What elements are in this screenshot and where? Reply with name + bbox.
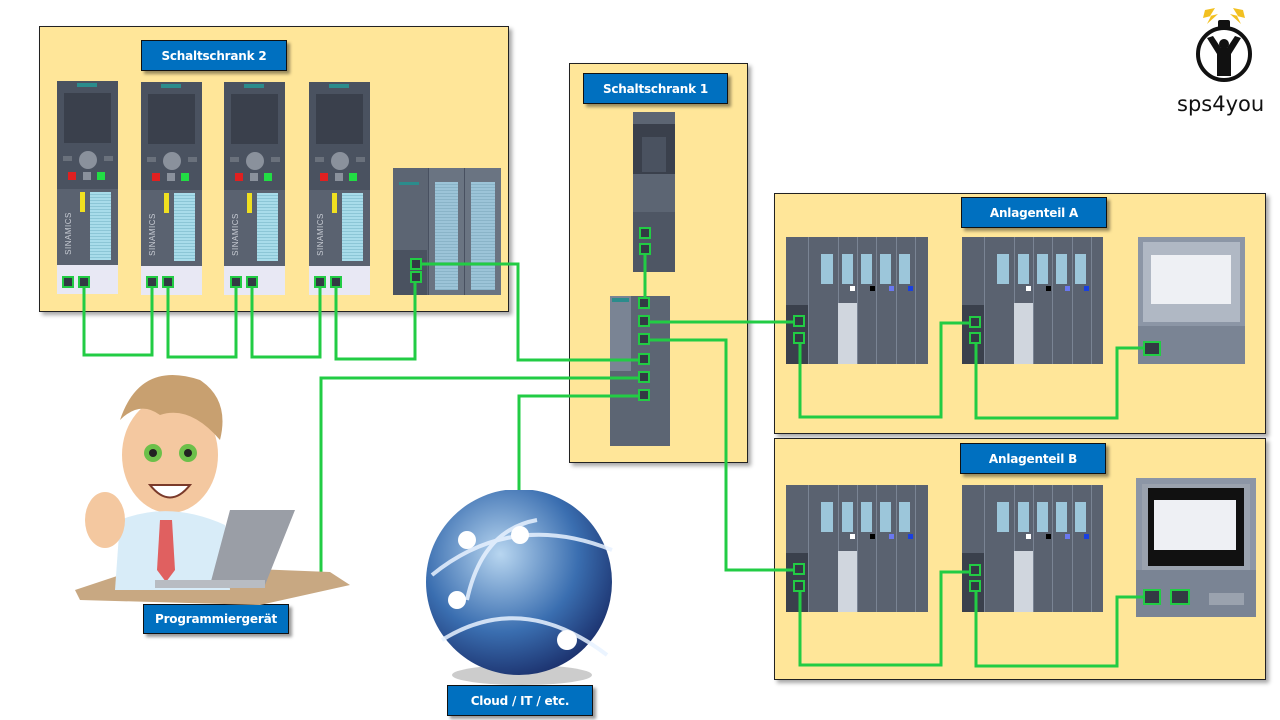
start-button-icon bbox=[349, 173, 357, 181]
drive-brand-text: SINAMICS bbox=[63, 212, 73, 255]
person-head bbox=[122, 397, 218, 513]
sps4you-logo-icon bbox=[1196, 8, 1252, 82]
laptop-icon bbox=[210, 510, 295, 585]
thumbs-up-hand bbox=[85, 492, 125, 548]
ethernet-port-icon bbox=[330, 276, 342, 288]
ethernet-port-icon bbox=[410, 271, 422, 283]
drive-display bbox=[148, 94, 195, 144]
ethernet-port-icon bbox=[793, 580, 805, 592]
ethernet-port-icon bbox=[62, 276, 74, 288]
ethernet-port-icon bbox=[410, 258, 422, 270]
stop-button-icon bbox=[235, 173, 243, 181]
siemens-badge bbox=[329, 84, 349, 88]
switch-port-icon bbox=[638, 389, 650, 401]
siemens-badge bbox=[399, 182, 419, 185]
label-schaltschrank-2: Schaltschrank 2 bbox=[141, 40, 287, 71]
network-node-icon bbox=[511, 526, 529, 544]
ethernet-port-icon bbox=[969, 332, 981, 344]
hmi-screen bbox=[1151, 255, 1231, 304]
drive-brand-text: SINAMICS bbox=[315, 213, 325, 256]
sinamics-drive-4: SINAMICS bbox=[309, 82, 370, 295]
ethernet-port-icon bbox=[1143, 341, 1161, 356]
sinamics-drive-1: SINAMICS bbox=[57, 81, 118, 294]
dial-knob-icon bbox=[79, 151, 97, 169]
cpu-display bbox=[642, 137, 666, 172]
person-tie bbox=[157, 520, 175, 582]
ethernet-port-icon bbox=[314, 276, 326, 288]
ethernet-port-icon bbox=[1170, 589, 1190, 605]
siemens-badge bbox=[161, 84, 181, 88]
ethernet-port-icon bbox=[969, 580, 981, 592]
switch-port-icon bbox=[638, 371, 650, 383]
hmi-panel-a bbox=[1138, 237, 1245, 364]
et200sp-a2 bbox=[962, 237, 1103, 364]
logo-text: sps4you bbox=[1177, 92, 1265, 116]
dial-knob-icon bbox=[246, 152, 264, 170]
switch-port-icon bbox=[638, 353, 650, 365]
person-smile bbox=[147, 484, 193, 499]
label-cloud: Cloud / IT / etc. bbox=[447, 685, 593, 716]
label-anlagenteil-a: Anlagenteil A bbox=[961, 197, 1107, 228]
ethernet-port-icon bbox=[78, 276, 90, 288]
drive-display bbox=[64, 93, 111, 143]
network-node-icon bbox=[448, 591, 466, 609]
ethernet-port-icon bbox=[230, 276, 242, 288]
ethernet-port-icon bbox=[969, 316, 981, 328]
ethernet-port-icon bbox=[639, 227, 651, 239]
hmi-screen bbox=[1154, 500, 1236, 550]
start-button-icon bbox=[264, 173, 272, 181]
dial-knob-icon bbox=[331, 152, 349, 170]
drive-brand-text: SINAMICS bbox=[230, 213, 240, 256]
siemens-badge bbox=[244, 84, 264, 88]
start-button-icon bbox=[97, 172, 105, 180]
ethernet-port-icon bbox=[793, 563, 805, 575]
serial-port-icon bbox=[1209, 593, 1244, 605]
dial-knob-icon bbox=[163, 152, 181, 170]
sinamics-drive-3: SINAMICS bbox=[224, 82, 285, 295]
drive-brand-text: SINAMICS bbox=[147, 213, 157, 256]
network-node-icon bbox=[557, 630, 577, 650]
ethernet-port-icon bbox=[793, 315, 805, 327]
drive-display bbox=[231, 94, 278, 144]
start-button-icon bbox=[181, 173, 189, 181]
stop-button-icon bbox=[152, 173, 160, 181]
programmer-illustration bbox=[75, 375, 350, 605]
ethernet-port-icon bbox=[793, 332, 805, 344]
ethernet-port-icon bbox=[639, 243, 651, 255]
et200sp-a1 bbox=[786, 237, 928, 364]
switch-port-icon bbox=[638, 333, 650, 345]
ethernet-port-icon bbox=[1143, 589, 1161, 605]
stop-button-icon bbox=[68, 172, 76, 180]
ethernet-port-icon bbox=[146, 276, 158, 288]
et200sp-b2 bbox=[962, 485, 1103, 612]
drive-display bbox=[316, 94, 363, 144]
ethernet-port-icon bbox=[246, 276, 258, 288]
siemens-badge bbox=[77, 83, 97, 87]
switch-port-icon bbox=[638, 315, 650, 327]
et200sp-b1 bbox=[786, 485, 928, 612]
label-schaltschrank-1: Schaltschrank 1 bbox=[583, 73, 728, 104]
cloud-globe-icon bbox=[426, 490, 613, 685]
person-hair bbox=[120, 375, 223, 440]
siemens-badge bbox=[612, 298, 629, 302]
sinamics-drive-2: SINAMICS bbox=[141, 82, 202, 295]
globe-sphere bbox=[426, 490, 612, 675]
label-anlagenteil-b: Anlagenteil B bbox=[960, 443, 1106, 474]
network-node-icon bbox=[458, 531, 476, 549]
switch-port-icon bbox=[638, 297, 650, 309]
ethernet-port-icon bbox=[162, 276, 174, 288]
label-programmiergeraet: Programmiergerät bbox=[143, 604, 289, 634]
ethernet-port-icon bbox=[969, 564, 981, 576]
stop-button-icon bbox=[320, 173, 328, 181]
